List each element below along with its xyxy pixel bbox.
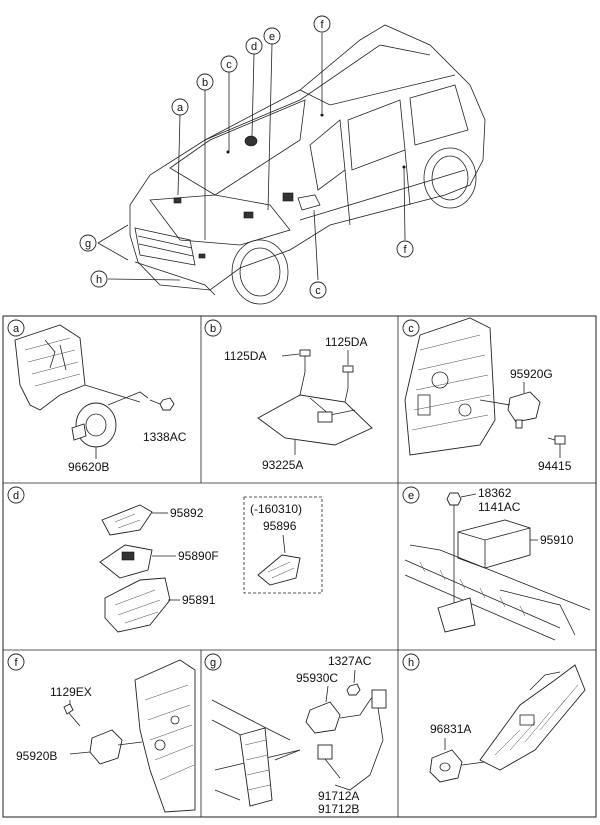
panel-e: e 18362 1141AC 95910 xyxy=(402,486,591,641)
overview-callout-c: c xyxy=(220,55,238,73)
part-95920B: 95920B xyxy=(16,749,57,763)
panel-d: d 95892 95890F 95891 (-160310) 95896 xyxy=(7,486,323,633)
svg-text:b: b xyxy=(202,77,208,89)
part-1327AC: 1327AC xyxy=(328,654,372,668)
panel-c: c 95920G 94415 xyxy=(402,317,572,473)
svg-text:h: h xyxy=(96,274,102,286)
part-1125DA-right: 1125DA xyxy=(325,335,367,349)
variant-note: (-160310) xyxy=(250,502,302,516)
vehicle-illustration xyxy=(129,24,486,305)
part-1141AC: 1141AC xyxy=(478,500,521,514)
part-91712B: 91712B xyxy=(318,802,359,816)
overview-callout-e: e xyxy=(263,27,281,45)
panel-grid xyxy=(2,315,597,818)
panel-h: h 96831A xyxy=(402,653,586,783)
panel-b: b 1125DA 1125DA 93225A xyxy=(204,319,373,472)
part-94415: 94415 xyxy=(538,459,572,473)
part-1129EX: 1129EX xyxy=(50,685,92,699)
svg-text:a: a xyxy=(177,102,184,114)
panel-d-letter: d xyxy=(13,490,19,502)
panel-f: f 1129EX 95920B xyxy=(7,653,196,813)
part-95896: 95896 xyxy=(263,519,297,533)
part-95891: 95891 xyxy=(182,593,216,607)
panel-g-letter: g xyxy=(210,657,216,669)
panel-e-letter: e xyxy=(408,490,414,502)
part-95930C: 95930C xyxy=(296,671,338,685)
part-1125DA-left: 1125DA xyxy=(224,349,266,363)
svg-text:f: f xyxy=(403,244,407,256)
overview-callout-h: h xyxy=(90,270,108,288)
part-93225A: 93225A xyxy=(262,458,303,472)
panel-g: g 95930C 1327AC 91712A 91712B xyxy=(204,653,387,816)
overview-callout-a: a xyxy=(171,98,189,116)
part-95910: 95910 xyxy=(540,533,574,547)
panel-f-letter: f xyxy=(14,657,18,669)
panel-a-letter: a xyxy=(13,323,20,335)
part-95892: 95892 xyxy=(170,506,204,520)
overview-callout-d: d xyxy=(245,37,263,55)
overview-callout-f-lower: f xyxy=(396,240,414,258)
svg-text:d: d xyxy=(251,41,257,53)
part-95890F: 95890F xyxy=(178,549,219,563)
part-91712A: 91712A xyxy=(318,789,359,803)
panel-c-letter: c xyxy=(408,323,414,335)
overview-callout-b: b xyxy=(196,73,214,91)
overview-callout-f-top: f xyxy=(313,15,331,33)
panel-b-letter: b xyxy=(210,323,216,335)
part-96620B: 96620B xyxy=(68,460,109,474)
part-1338AC: 1338AC xyxy=(143,430,187,444)
overview-callout-g: g xyxy=(79,234,97,252)
svg-text:c: c xyxy=(226,59,232,71)
callout-leaders xyxy=(97,33,406,281)
part-96831A: 96831A xyxy=(430,722,471,736)
part-95920G: 95920G xyxy=(510,367,553,381)
svg-text:f: f xyxy=(320,19,324,31)
svg-text:g: g xyxy=(85,238,91,250)
part-18362: 18362 xyxy=(478,486,512,500)
panel-a: a 1338AC 96620B xyxy=(7,319,187,474)
overview-callout-c-lower: c xyxy=(309,281,327,299)
svg-text:c: c xyxy=(315,285,321,297)
svg-text:e: e xyxy=(269,31,275,43)
panel-h-letter: h xyxy=(408,657,414,669)
